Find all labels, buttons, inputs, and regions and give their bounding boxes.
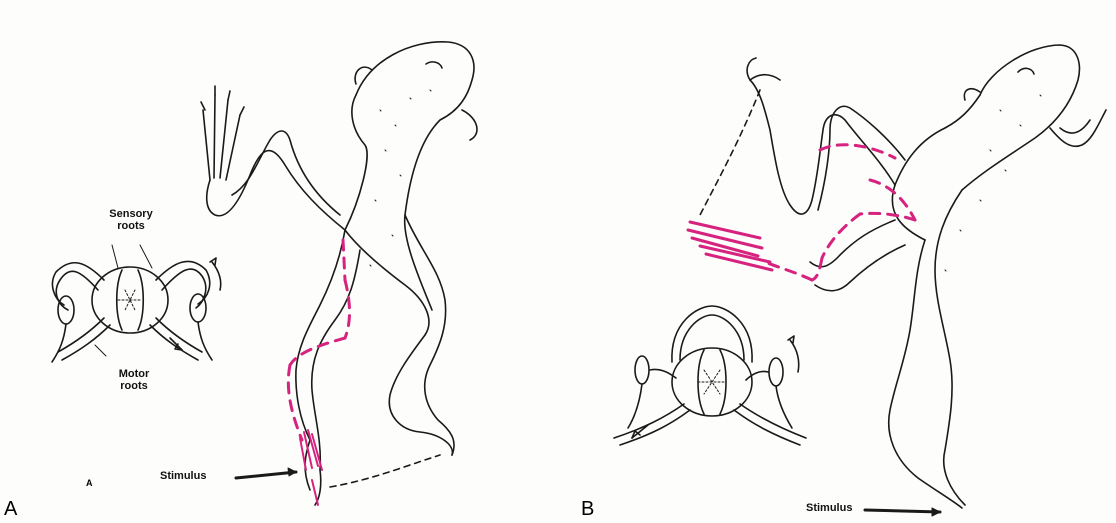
sensory-roots-label: Sensory roots — [86, 208, 176, 232]
panel-letter-b: B — [581, 498, 594, 521]
reflex-path-b — [765, 145, 915, 280]
spinal-cord-section-a — [52, 102, 221, 362]
frog-a-illustration — [201, 42, 477, 505]
stimulus-label-b: Stimulus — [806, 502, 852, 514]
panel-a — [52, 42, 477, 505]
inner-panel-letter-a: A — [86, 478, 93, 488]
reflex-path-a — [288, 240, 349, 440]
skin-dots-a — [370, 90, 431, 266]
stimulus-area-b — [688, 222, 772, 270]
stimulus-arrow-a — [236, 472, 296, 478]
motor-roots-label: Motor roots — [94, 368, 174, 392]
skin-dots-b — [945, 95, 1041, 271]
stimulus-arrow-b — [865, 510, 940, 512]
stimulus-label-a: Stimulus — [160, 470, 206, 482]
spinal-cord-section-b — [614, 306, 806, 445]
frog-b-illustration — [700, 45, 1106, 508]
panel-b — [614, 45, 1106, 516]
panel-letter-a: A — [4, 498, 17, 521]
